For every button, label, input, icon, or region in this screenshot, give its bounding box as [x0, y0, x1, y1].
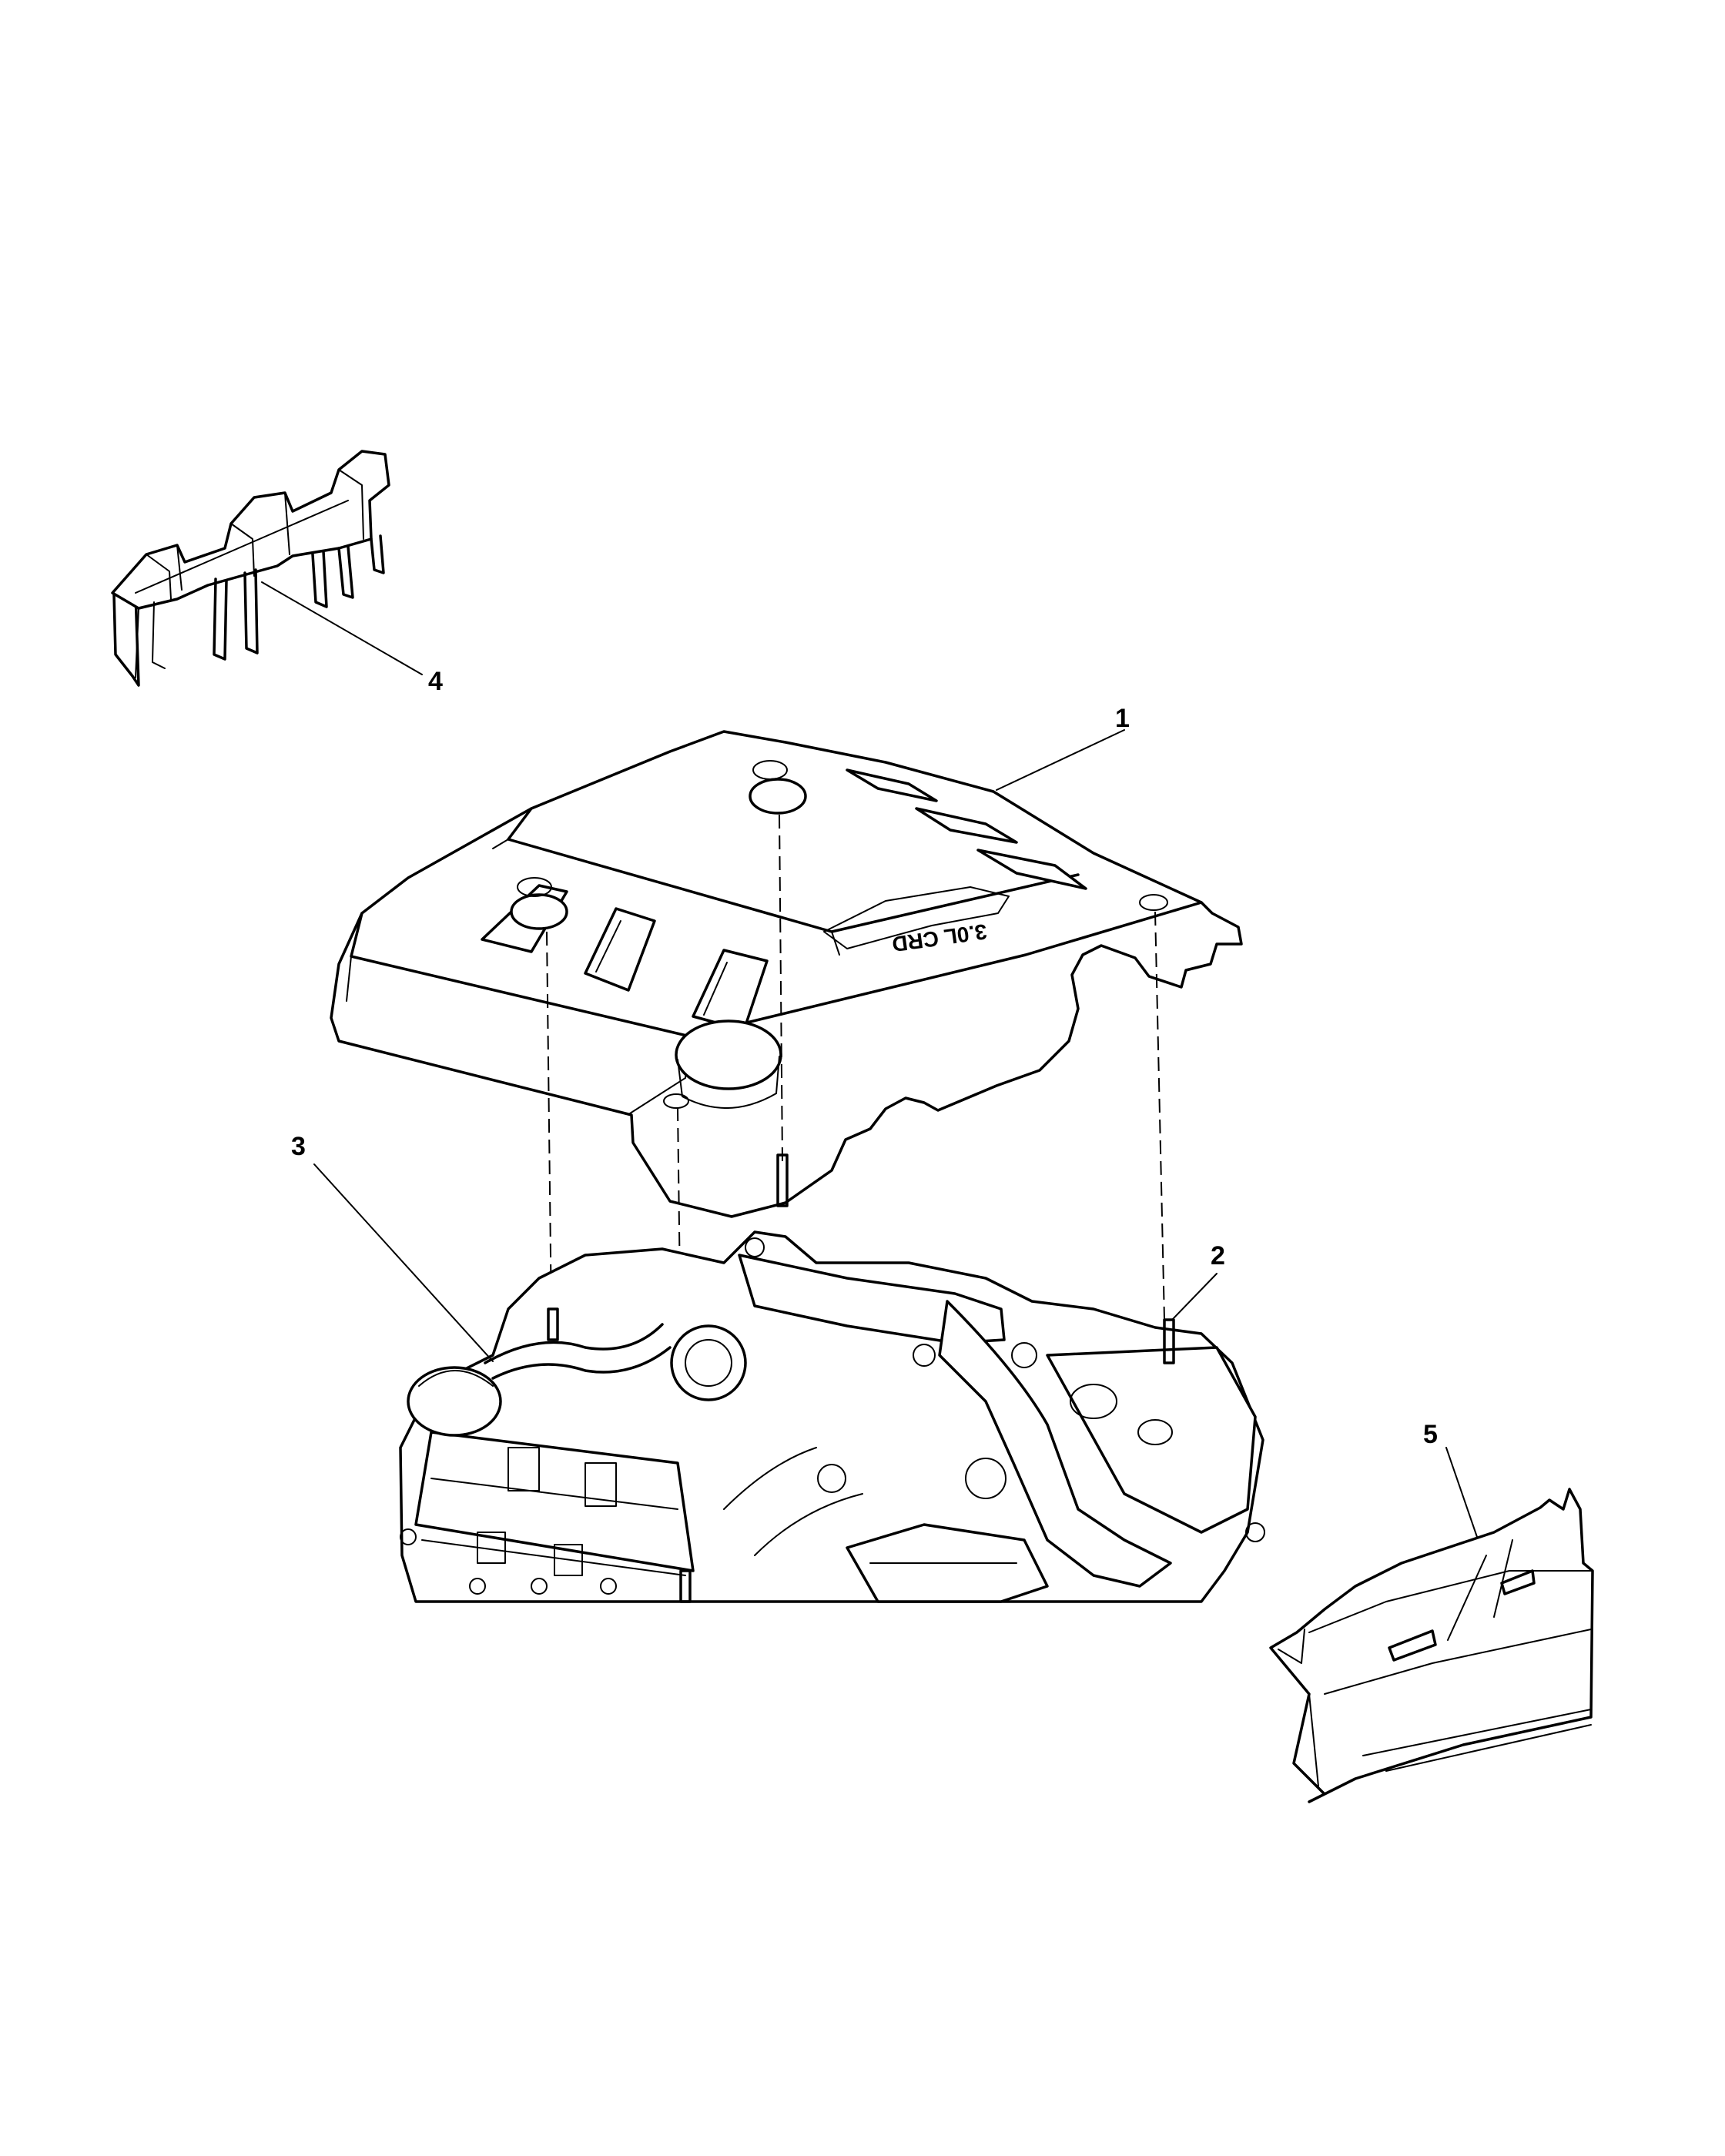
leader-line-1: [996, 729, 1125, 791]
cover-mount-left: [510, 893, 568, 930]
callout-3: 3: [291, 1132, 306, 1161]
leader-line-5: [1445, 1447, 1478, 1538]
leader-line-3: [313, 1163, 494, 1362]
cover-mount-rear: [749, 778, 807, 815]
harness-retainer-part-4: [111, 450, 390, 687]
engine-assembly: [399, 1153, 1265, 1603]
side-cover-part-5: [1269, 1488, 1594, 1803]
leader-line-2: [1171, 1273, 1218, 1321]
leader-line-4: [261, 581, 423, 675]
oil-filler-opening: [675, 1019, 782, 1090]
callout-1: 1: [1115, 704, 1130, 733]
engine-cover-part-1: 3.0L CRD: [330, 730, 1243, 1218]
callout-4: 4: [428, 667, 443, 696]
callout-5: 5: [1423, 1420, 1438, 1449]
callout-2: 2: [1211, 1241, 1225, 1270]
cover-mount-right: [1139, 894, 1168, 911]
